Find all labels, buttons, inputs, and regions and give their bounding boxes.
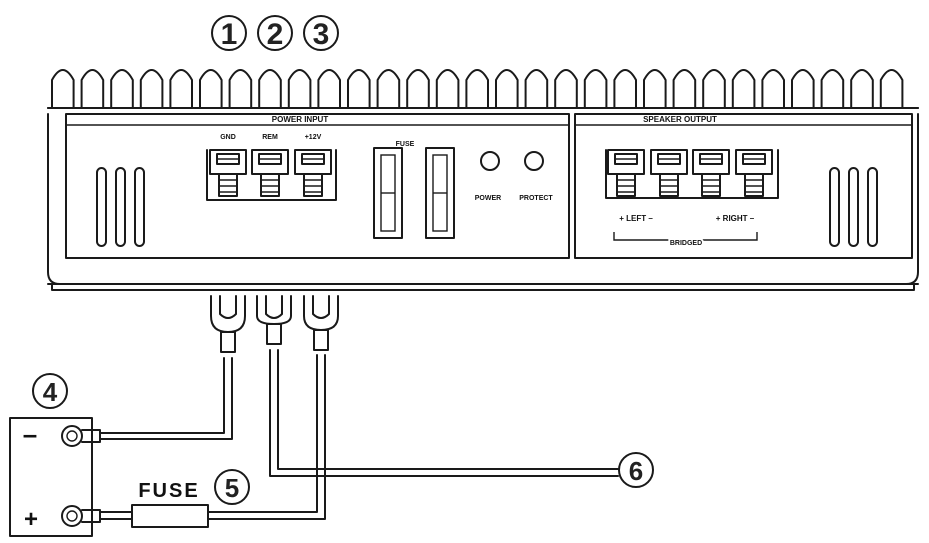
right-channel-label: + RIGHT – (716, 214, 755, 223)
speaker-terminal (735, 149, 773, 197)
battery-plus-label: + (24, 506, 38, 533)
speaker-terminal (650, 149, 688, 197)
battery-positive-terminal (61, 505, 83, 527)
svg-text:5: 5 (225, 473, 239, 503)
inline-fuse-label: FUSE (138, 480, 199, 502)
battery: – + (9, 417, 101, 537)
svg-text:3: 3 (313, 18, 330, 51)
vent-slots-left (96, 167, 145, 247)
speaker-terminal (607, 149, 645, 197)
power-input-panel: POWER INPUT (65, 113, 570, 259)
fork-connector (303, 295, 339, 351)
svg-text:4: 4 (43, 377, 58, 407)
callout-5: 5 (214, 469, 250, 505)
callout-1: 1 (211, 15, 247, 51)
power-led (480, 151, 500, 171)
speaker-terminal-block: + LEFT – + RIGHT – BRIDGED (605, 149, 779, 249)
protect-led (524, 151, 544, 171)
callout-3: 3 (303, 15, 339, 51)
power-led-label: POWER (475, 195, 501, 202)
svg-text:6: 6 (629, 456, 643, 486)
callout-2: 2 (257, 15, 293, 51)
terminal-rem-label: REM (262, 134, 278, 141)
wires (99, 349, 619, 520)
panel-fuses: FUSE (373, 141, 455, 239)
heatsink-fins (47, 69, 919, 109)
panel-fuse-label: FUSE (396, 141, 415, 148)
terminal-gnd-label: GND (220, 134, 236, 141)
vent-slots-right (829, 167, 878, 247)
inline-fuse: FUSE (131, 480, 209, 528)
bridged-label: BRIDGED (670, 240, 702, 247)
terminal-12v-label: +12V (305, 134, 322, 141)
power-input-label: POWER INPUT (272, 115, 329, 124)
speaker-output-panel: SPEAKER OUTPUT (574, 113, 913, 259)
speaker-terminal (692, 149, 730, 197)
svg-text:2: 2 (267, 18, 284, 51)
svg-text:1: 1 (221, 18, 238, 51)
battery-negative-terminal (61, 425, 83, 447)
power-terminal (251, 149, 289, 197)
power-terminal (209, 149, 247, 197)
left-channel-label: + LEFT – (619, 214, 653, 223)
callout-4: 4 (32, 373, 68, 409)
amplifier-body (47, 107, 919, 291)
fork-connectors (210, 295, 339, 353)
speaker-output-label: SPEAKER OUTPUT (643, 115, 717, 124)
status-leds: POWER PROTECT (475, 151, 553, 202)
protect-led-label: PROTECT (519, 195, 553, 202)
fork-connector (256, 295, 292, 345)
power-terminal (294, 149, 332, 197)
callout-6: 6 (618, 452, 654, 488)
battery-minus-label: – (23, 419, 37, 449)
fork-connector (210, 295, 246, 353)
power-terminal-block: GND REM +12V (206, 134, 337, 201)
